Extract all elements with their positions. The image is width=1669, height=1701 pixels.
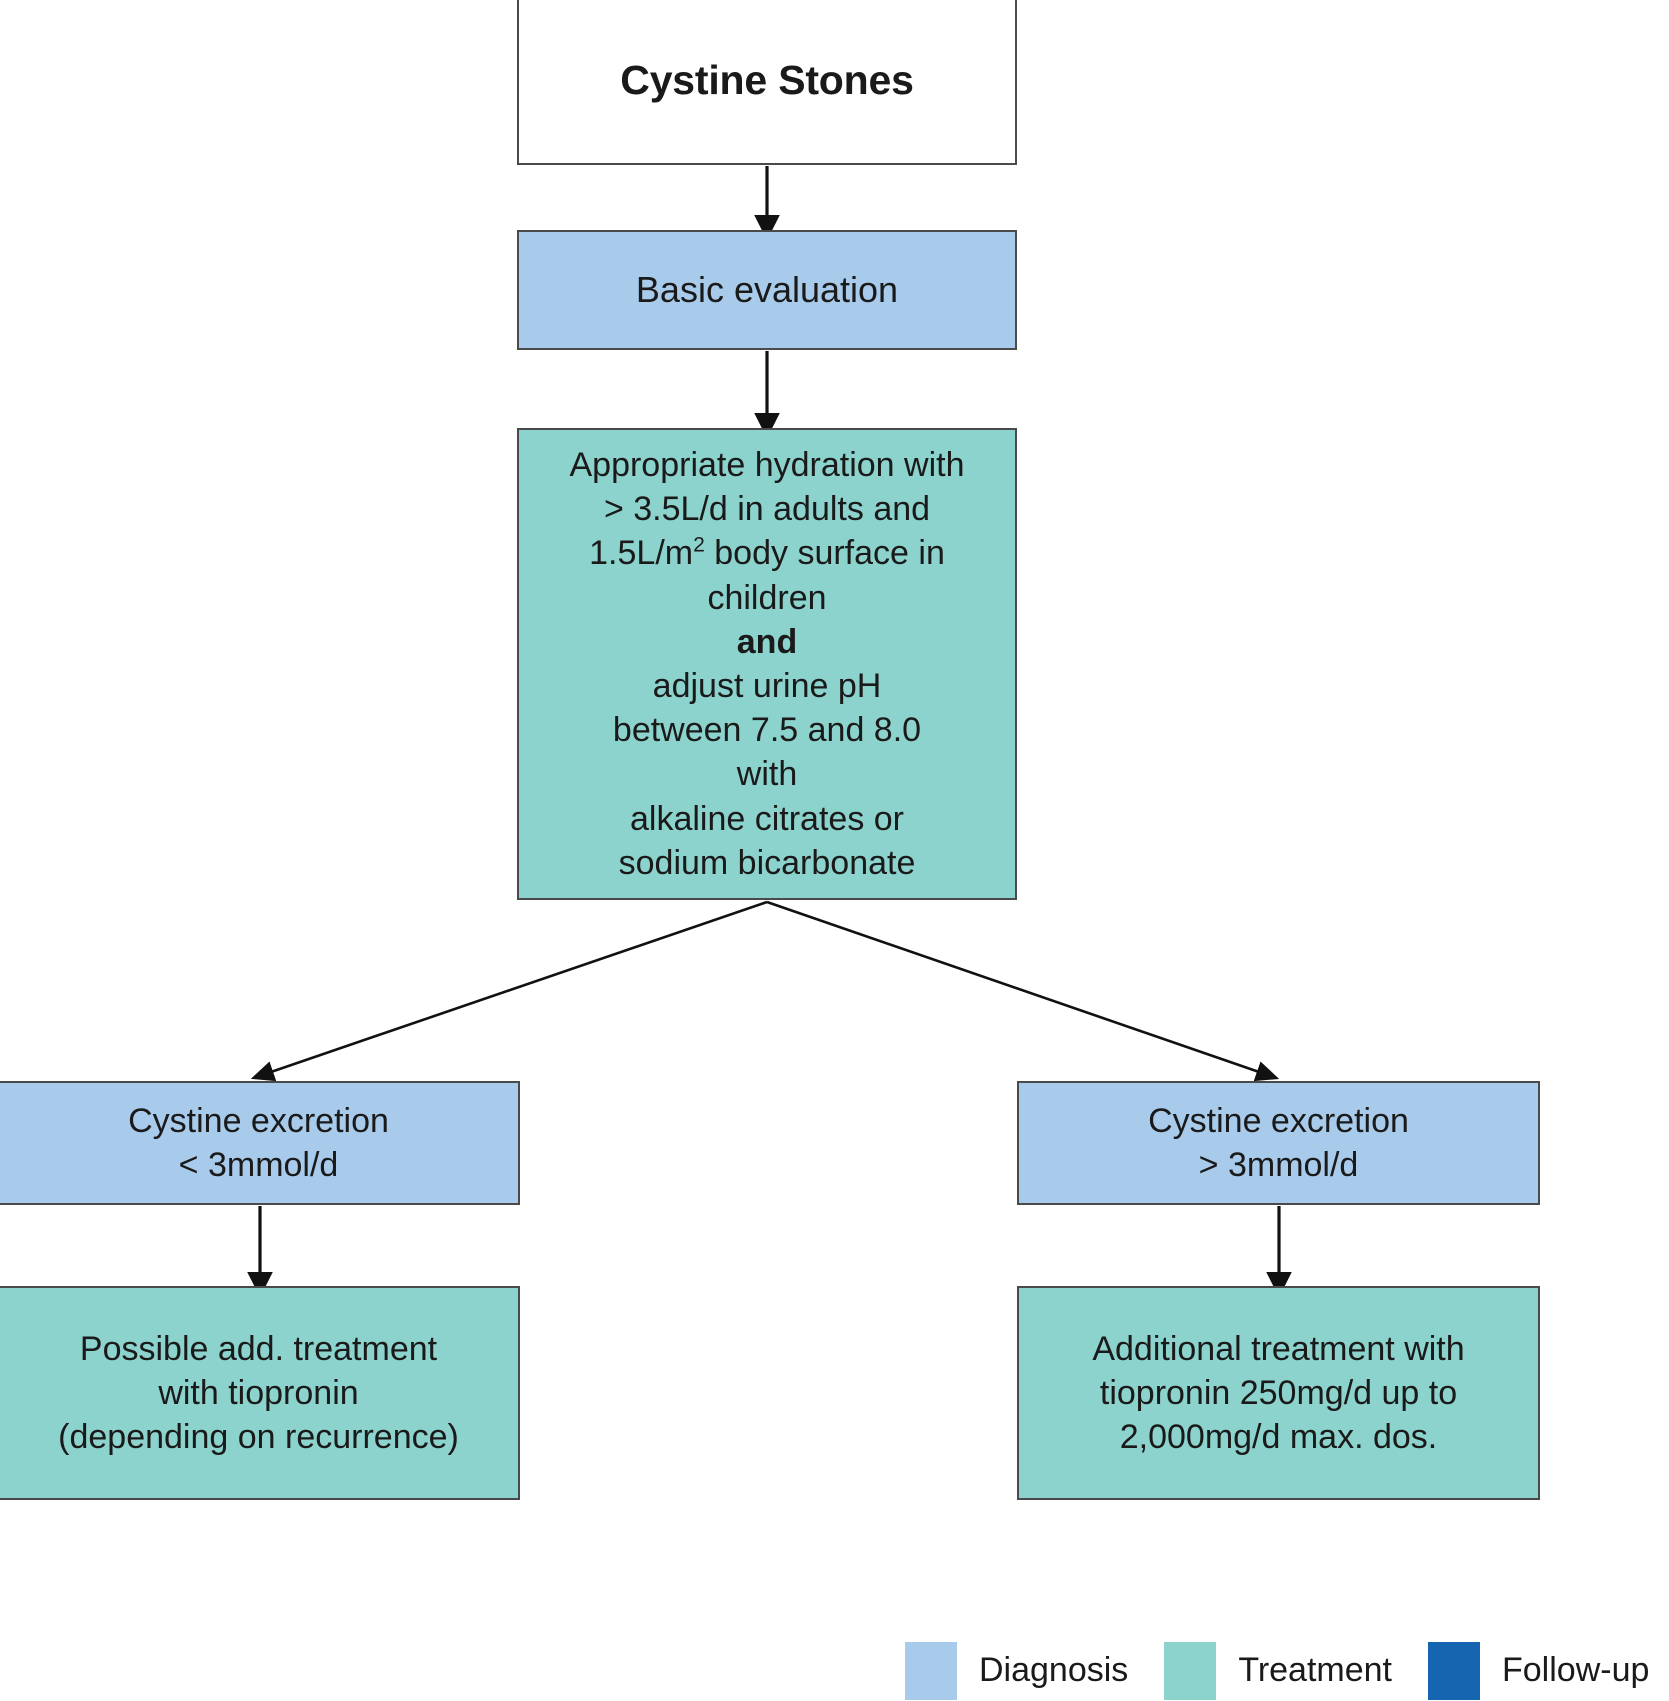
treatment-high-line-3: 2,000mg/d max. dos. [1119, 1418, 1438, 1457]
legend-label-followup: Follow-up [1502, 1651, 1650, 1689]
hydration-line-4: children [707, 578, 827, 617]
hydration-line-8: with [736, 755, 798, 794]
legend-item-diagnosis: Diagnosis [905, 1641, 1164, 1700]
excretion-high-line-2: > 3mmol/d [1198, 1146, 1359, 1184]
node-basic-evaluation-label: Basic evaluation [635, 268, 899, 310]
hydration-line-3: 1.5L/m2 body surface in [525, 531, 1009, 575]
node-treatment-tiopronin-optional: Possible add. treatment with tiopronin (… [0, 1286, 520, 1500]
treatment-low-line-2: with tiopronin [158, 1373, 359, 1412]
treatment-low-line-1: Possible add. treatment [79, 1329, 438, 1368]
legend-label-diagnosis: Diagnosis [979, 1651, 1129, 1689]
legend-swatch-diagnosis-icon [905, 1641, 957, 1700]
node-cystine-excretion-high-text: Cystine excretion > 3mmol/d [1019, 1099, 1538, 1187]
node-cystine-stones: Cystine Stones [517, 0, 1017, 165]
legend: Diagnosis Treatment Follow-up [905, 1640, 1669, 1701]
node-cystine-excretion-low: Cystine excretion < 3mmol/d [0, 1081, 520, 1205]
excretion-low-line-2: < 3mmol/d [178, 1146, 339, 1184]
legend-item-treatment: Treatment [1164, 1641, 1428, 1700]
hydration-line-6: adjust urine pH [652, 667, 882, 705]
node-treatment-tiopronin-optional-text: Possible add. treatment with tiopronin (… [0, 1327, 518, 1460]
node-hydration-treatment-text: Appropriate hydration with > 3.5L/d in a… [519, 443, 1015, 885]
node-basic-evaluation: Basic evaluation [517, 230, 1017, 350]
node-cystine-stones-label: Cystine Stones [620, 57, 914, 104]
node-treatment-tiopronin-dose: Additional treatment with tiopronin 250m… [1017, 1286, 1540, 1500]
hydration-line-1: Appropriate hydration with [569, 446, 965, 485]
legend-swatch-treatment-icon [1164, 1641, 1217, 1700]
hydration-line-7: between 7.5 and 8.0 [612, 711, 922, 750]
arrow-hydration-to-excretion-low [250, 900, 768, 1082]
excretion-low-line-1: Cystine excretion [128, 1101, 389, 1140]
hydration-line-2: > 3.5L/d in adults and [603, 490, 931, 529]
hydration-line-9: alkaline citrates or [629, 799, 904, 838]
excretion-high-line-1: Cystine excretion [1148, 1101, 1409, 1140]
arrow-hydration-to-excretion-high [766, 900, 1280, 1082]
treatment-low-line-3: (depending on recurrence) [58, 1418, 459, 1457]
legend-label-treatment: Treatment [1238, 1651, 1392, 1689]
node-treatment-tiopronin-dose-text: Additional treatment with tiopronin 250m… [1019, 1327, 1538, 1460]
hydration-line-10: sodium bicarbonate [618, 843, 916, 882]
node-cystine-excretion-high: Cystine excretion > 3mmol/d [1017, 1081, 1540, 1205]
hydration-line-5-and: and [736, 622, 798, 661]
treatment-high-line-1: Additional treatment with [1092, 1329, 1465, 1368]
node-cystine-excretion-low-text: Cystine excretion < 3mmol/d [0, 1099, 518, 1187]
hydration-line-3-suffix: body surface in [704, 534, 945, 573]
legend-swatch-followup-icon [1428, 1641, 1480, 1700]
legend-item-followup: Follow-up [1428, 1641, 1669, 1700]
hydration-line-3-prefix: 1.5L/m [589, 534, 694, 573]
node-hydration-treatment: Appropriate hydration with > 3.5L/d in a… [517, 428, 1017, 900]
hydration-line-3-superscript: 2 [693, 534, 705, 558]
treatment-high-line-2: tiopronin 250mg/d up to [1099, 1373, 1458, 1412]
